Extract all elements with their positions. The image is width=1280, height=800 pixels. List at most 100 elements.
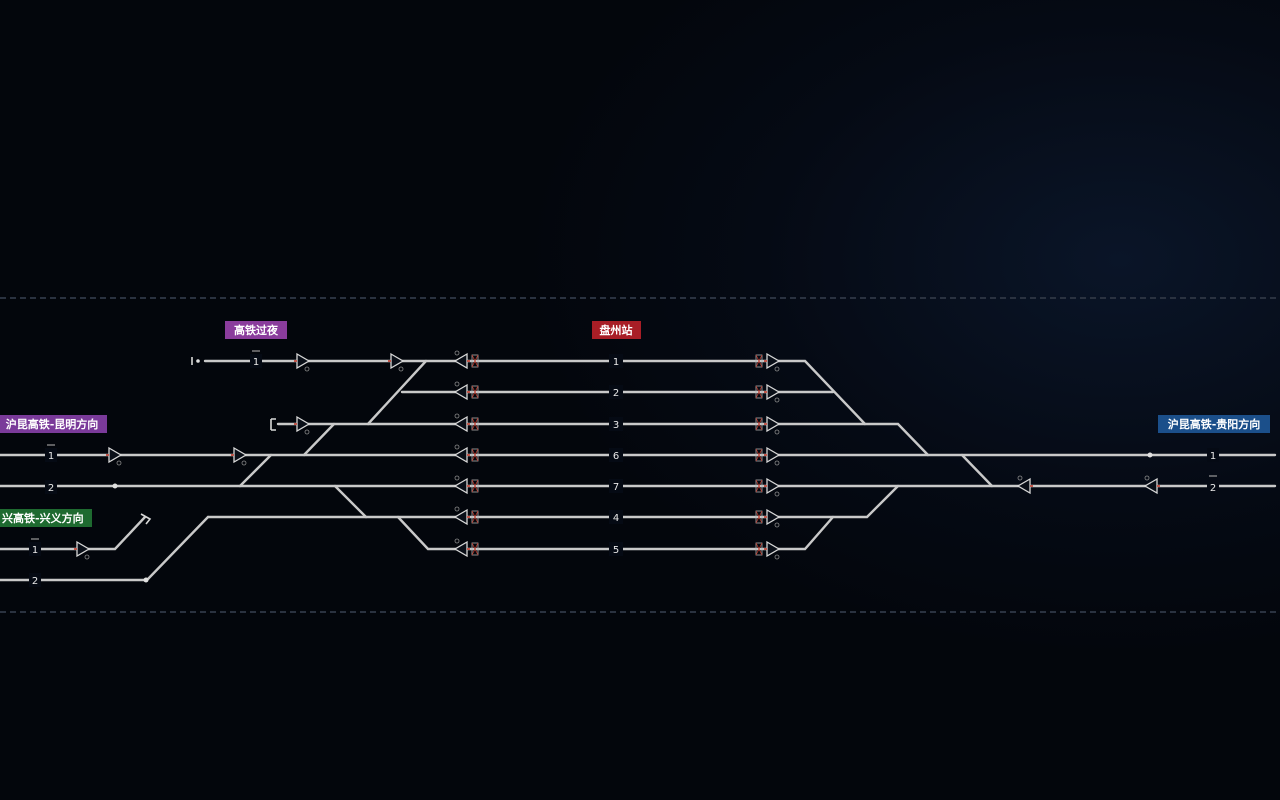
platform-number-pad: [609, 354, 623, 368]
signal-right: [766, 352, 781, 370]
platform-track-number-5: 5: [613, 545, 619, 556]
signal-box-cross: [755, 385, 763, 399]
signal-box: [755, 354, 763, 368]
signal-aux-ring: [454, 538, 460, 544]
signal-aux-ring: [774, 491, 780, 497]
signal-box: [755, 448, 763, 462]
guiyang-track-1-number: 1: [1210, 451, 1216, 462]
insulation-joint: [196, 359, 200, 363]
xingyi-badge: [0, 509, 92, 527]
signal-right: [766, 446, 781, 464]
platform-track-number-4: 4: [613, 513, 619, 524]
platform-number-pad: [609, 542, 623, 556]
signal-right: [108, 446, 123, 464]
platform-number-pad: [609, 417, 623, 431]
signal-box: [471, 510, 479, 524]
xingyi-1-pad: [29, 542, 41, 556]
signal-left: [453, 352, 468, 370]
signal-left: [453, 477, 468, 495]
signal-aux-ring: [84, 554, 90, 560]
signal-box: [471, 479, 479, 493]
signal-box-cross: [471, 479, 479, 493]
platform-track-number-7: 7: [613, 482, 619, 493]
signal-aux-ring: [774, 554, 780, 560]
signal-aux-ring: [304, 429, 310, 435]
signal-box: [471, 448, 479, 462]
signal-aux-ring: [774, 460, 780, 466]
signal-left: [453, 508, 468, 526]
signal-aux-ring: [454, 506, 460, 512]
signal-box: [755, 417, 763, 431]
kunming-1-pad: [45, 448, 57, 462]
signal-right: [296, 415, 311, 433]
signal-aux-ring: [454, 350, 460, 356]
signal-aux-ring: [1144, 475, 1150, 481]
track-segment-4: [276, 422, 930, 457]
kunming-label: 沪昆高铁-昆明方向: [6, 417, 99, 431]
signal-aux-ring: [774, 522, 780, 528]
signal-aux-ring: [454, 381, 460, 387]
signals: [74, 350, 1160, 560]
signal-box-cross: [471, 448, 479, 462]
kunming-2-pad: [45, 480, 57, 494]
signal-aux-ring: [304, 366, 310, 372]
signal-box-cross: [471, 417, 479, 431]
signal-box-cross: [471, 385, 479, 399]
station-label: 盘州站: [600, 323, 633, 337]
tracks: [0, 357, 1277, 583]
station-badge: [592, 321, 641, 339]
track-segment-8: [238, 453, 273, 488]
signal-box: [755, 479, 763, 493]
yard-label: 高铁过夜: [234, 323, 279, 337]
kunming-badge: [0, 415, 107, 433]
signal-aux-ring: [774, 429, 780, 435]
signal-aux-ring: [454, 413, 460, 419]
track-segment-6: [302, 422, 336, 457]
signal-box-cross: [755, 542, 763, 556]
signal-left: [453, 446, 468, 464]
signal-right: [296, 352, 311, 370]
signal-box: [471, 385, 479, 399]
yard-number-pad: [250, 354, 262, 368]
signal-box-cross: [755, 448, 763, 462]
signal-box-cross: [755, 510, 763, 524]
guiyang-track-2-number: 2: [1210, 483, 1216, 494]
signal-left: [453, 415, 468, 433]
signal-aux-ring: [398, 366, 404, 372]
xingyi-track-2-number: 2: [32, 576, 38, 587]
track-segment-3: [366, 359, 428, 426]
signal-box-cross: [471, 510, 479, 524]
signal-box: [471, 542, 479, 556]
guiyang-2-pad: [1207, 480, 1219, 494]
yard-badge: [225, 321, 287, 339]
signal-left: [1143, 477, 1158, 495]
signal-aux-ring: [774, 397, 780, 403]
signal-aux-ring: [774, 366, 780, 372]
signal-aux-ring: [454, 444, 460, 450]
guiyang-1-pad: [1207, 448, 1219, 462]
kunming-track-2-number: 2: [48, 483, 54, 494]
platform-number-pad: [609, 448, 623, 462]
signal-right: [766, 508, 781, 526]
track-segment-9: [960, 453, 994, 488]
kunming-track-1-number: 1: [48, 451, 54, 462]
signal-box: [471, 417, 479, 431]
xingyi-label: 兴高铁-兴义方向: [2, 511, 84, 525]
signal-right: [233, 446, 248, 464]
signal-left: [453, 540, 468, 558]
signal-aux-ring: [116, 460, 122, 466]
signal-left: [453, 383, 468, 401]
signal-box-cross: [755, 479, 763, 493]
track-segment-10: [333, 484, 368, 519]
track-segment-1: [203, 359, 867, 426]
platform-track-number-6: 6: [613, 451, 619, 462]
signal-box: [755, 385, 763, 399]
insulation-joint: [143, 577, 149, 583]
xingyi-2-pad: [29, 573, 41, 587]
signal-box-cross: [471, 354, 479, 368]
signal-box: [471, 354, 479, 368]
platform-track-number-3: 3: [613, 420, 619, 431]
signal-left: [1016, 477, 1031, 495]
